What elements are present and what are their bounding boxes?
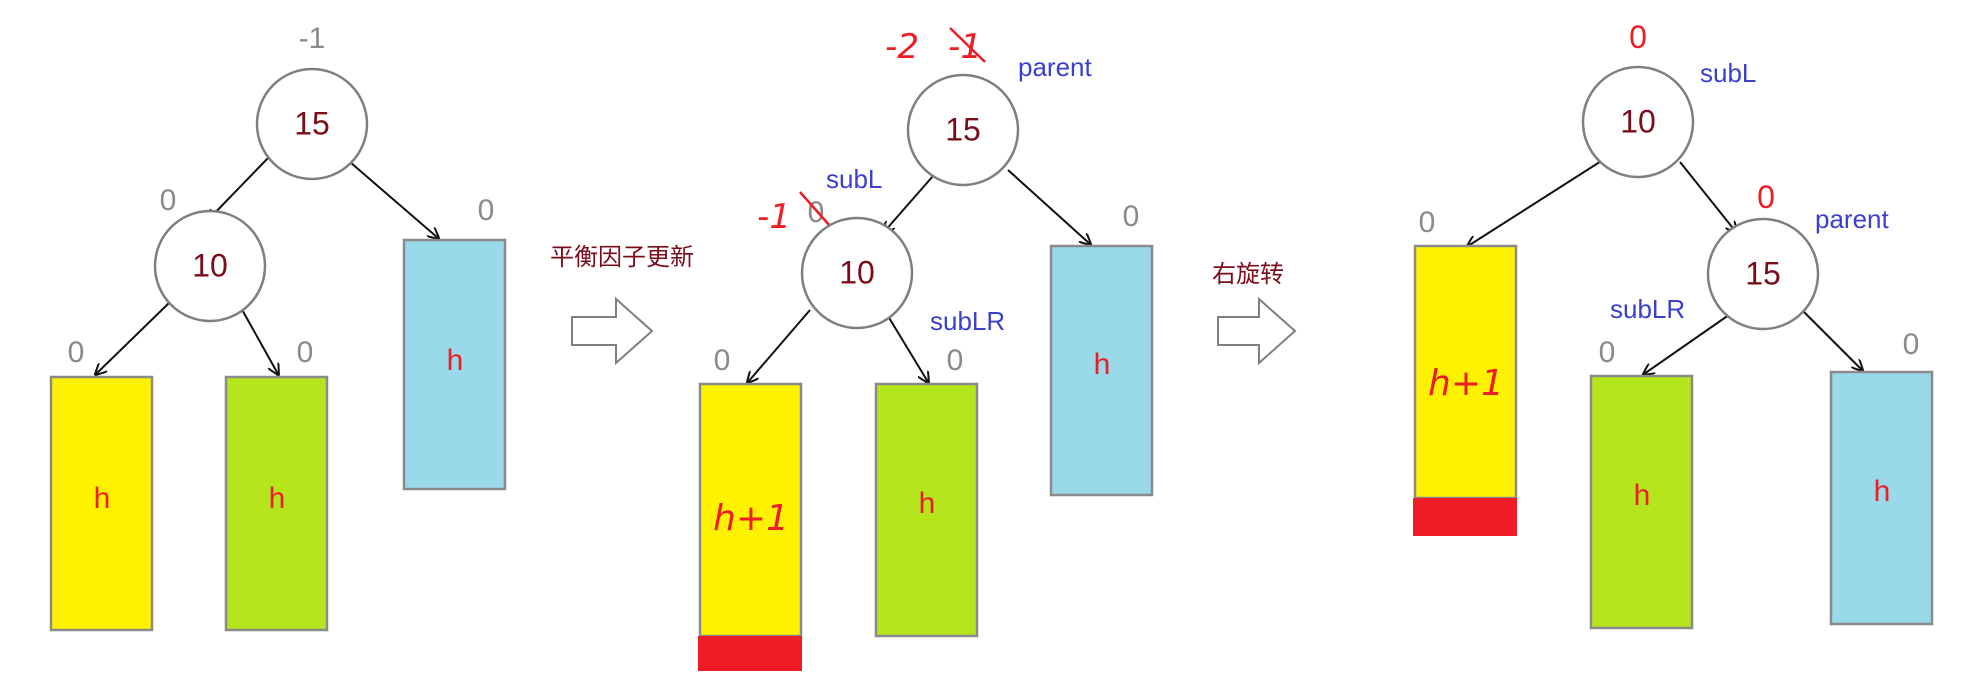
edge-10-to-left-subtree	[748, 309, 811, 382]
step-label: 平衡因子更新	[550, 243, 694, 271]
subtree-right-blue	[1049, 244, 1154, 497]
tree-node-10	[153, 209, 267, 323]
subtree-right-right-blue	[1829, 370, 1934, 626]
tree-node-10	[800, 216, 914, 330]
root-balance-factor: -1	[299, 22, 326, 55]
right-block-arrow-icon	[1217, 296, 1297, 366]
left-subtree-balance-factor: 0	[1419, 206, 1436, 239]
subtree-height-label: h	[919, 487, 936, 520]
tree-node-15	[1706, 217, 1820, 331]
subtree-left-right-green	[224, 375, 329, 632]
node-value: 15	[945, 111, 981, 147]
node-value: 15	[1745, 255, 1781, 291]
subtree-height-label: h	[269, 482, 286, 515]
tree-node-15	[906, 73, 1020, 187]
extra-height-red-block	[698, 636, 802, 671]
subtree-left-left-yellow	[49, 375, 154, 632]
sublr-role-label: subLR	[1610, 294, 1685, 324]
subtree-right-left-green	[1589, 374, 1694, 630]
edge-15-to-right-subtree	[349, 161, 438, 238]
tree-node-10	[1581, 65, 1695, 179]
left-left-subtree-balance-factor: 0	[68, 336, 85, 369]
node-value: 10	[1620, 103, 1656, 139]
edge-10-to-left-subtree	[1468, 157, 1607, 246]
subtree-left-right-green	[874, 382, 979, 638]
root-new-balance-factor: -2	[885, 27, 919, 67]
node-15-balance-factor: 0	[1757, 179, 1775, 215]
subtree-height-label: h+1	[713, 498, 789, 539]
edge-15-to-right-subtree	[1801, 309, 1862, 370]
left-right-subtree-balance-factor: 0	[947, 344, 964, 377]
right-left-subtree-balance-factor: 0	[1599, 336, 1616, 369]
edge-15-to-10	[208, 157, 269, 220]
right-right-subtree-balance-factor: 0	[1903, 328, 1920, 361]
subl-role-label: subL	[1700, 58, 1756, 88]
panel-2-after-balance-update: -2 -1 parent 15 subL -1 0 10 subLR 0 h 0…	[698, 27, 1154, 671]
left-left-subtree-balance-factor: 0	[714, 344, 731, 377]
node-10-old-balance-factor: 0	[808, 196, 825, 229]
edge-10-to-right-subtree	[239, 305, 278, 374]
edge-15-to-10	[884, 167, 941, 232]
subtree-height-label: h	[1634, 479, 1651, 512]
edge-15-to-right-subtree	[1007, 169, 1090, 244]
edge-10-to-left-subtree	[96, 301, 171, 374]
panel-3-after-right-rotation: 0 subL 10 0 parent 15 subLR 0 h+1 0 h 0 …	[1413, 19, 1934, 630]
node-value: 10	[192, 247, 228, 283]
node-10-balance-factor: 0	[160, 184, 177, 217]
subtree-height-label: h	[1874, 475, 1891, 508]
node-10-new-balance-factor: -1	[757, 197, 791, 237]
edge-10-to-right-subtree	[887, 315, 928, 382]
edge-15-to-left-subtree	[1644, 309, 1737, 374]
step-1-balance-update: 平衡因子更新	[550, 243, 694, 366]
subtree-height-label: h+1	[1428, 363, 1504, 404]
right-subtree-balance-factor: 0	[1123, 200, 1140, 233]
root-old-balance-factor: -1	[948, 27, 982, 67]
subtree-right-blue	[402, 238, 507, 491]
right-subtree-balance-factor: 0	[478, 194, 495, 227]
node-value: 15	[294, 105, 330, 141]
tree-node-15	[255, 67, 369, 181]
root-balance-factor: 0	[1629, 19, 1647, 55]
strike-mark	[799, 191, 831, 227]
panel-1-initial-tree: -1 15 0 10 0 h 0 h 0 h	[49, 22, 507, 632]
left-right-subtree-balance-factor: 0	[297, 336, 314, 369]
step-label: 右旋转	[1212, 260, 1284, 288]
sublr-role-label: subLR	[930, 306, 1005, 336]
node-value: 10	[839, 254, 875, 290]
subtree-height-label: h	[94, 482, 111, 515]
extra-height-red-block	[1413, 498, 1517, 536]
subl-role-label: subL	[826, 164, 882, 194]
parent-role-label: parent	[1815, 204, 1889, 234]
strike-mark	[949, 27, 986, 63]
edge-10-to-15	[1679, 161, 1736, 232]
parent-role-label: parent	[1018, 52, 1092, 82]
subtree-height-label: h	[1094, 348, 1111, 381]
subtree-height-label: h	[447, 344, 464, 377]
right-block-arrow-icon	[571, 296, 654, 366]
step-2-right-rotation: 右旋转	[1212, 260, 1297, 366]
